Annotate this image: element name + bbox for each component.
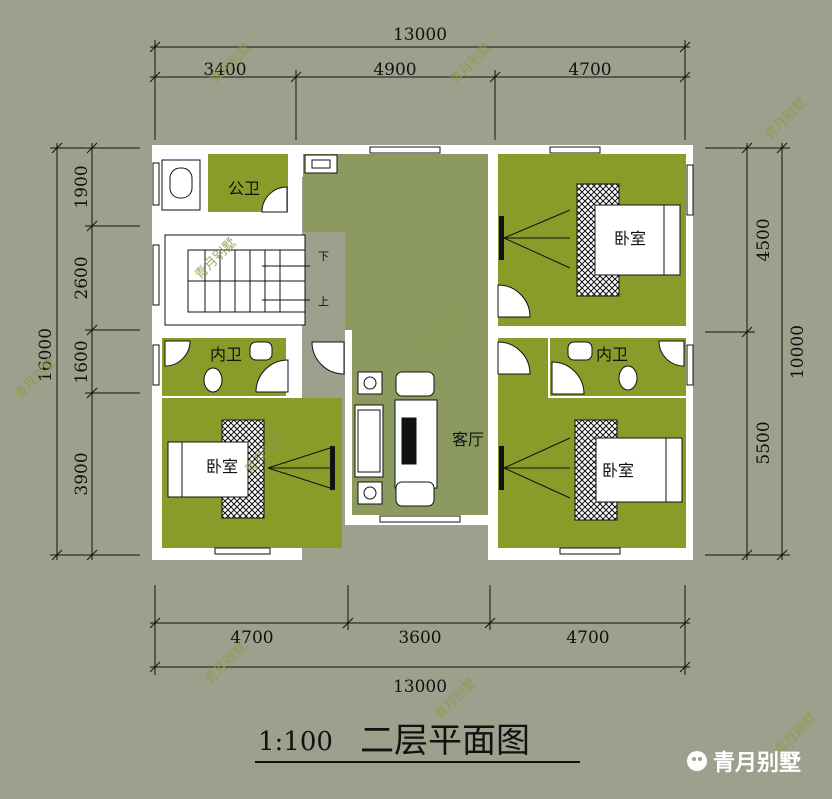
left-bath-window [152, 344, 160, 386]
dim-bottom-total: 13000 [393, 677, 447, 697]
dim-top-total: 13000 [393, 25, 447, 45]
drawing-scale: 1:100 [258, 727, 333, 757]
dim-left-seg-2: 2600 [72, 256, 92, 299]
top-right-bedroom-door [497, 284, 531, 318]
staircase [164, 234, 310, 326]
dim-top-seg-2: 4900 [373, 60, 416, 80]
dim-right-seg-1: 4500 [754, 218, 774, 261]
left-bed-headboard [167, 441, 183, 498]
sink [304, 154, 338, 174]
living-room-area [303, 154, 488, 515]
dim-left-seg-1: 1900 [72, 165, 92, 208]
dim-left-seg-4: 3900 [72, 452, 92, 495]
left-wardrobe [267, 446, 335, 490]
right-dimension-lines [705, 142, 790, 561]
dim-top-seg-1: 3400 [203, 60, 246, 80]
dim-bottom-seg-1: 4700 [230, 628, 273, 648]
watermark-5: 青月别墅 [762, 95, 809, 142]
bottom-right-bedroom-window [559, 547, 621, 555]
left-bedroom-window [214, 547, 271, 555]
room-label-top-right-bedroom: 卧室 [614, 229, 646, 248]
dim-top-seg-3: 4700 [568, 60, 611, 80]
dim-left-total: 16000 [36, 328, 56, 382]
right-bath-door [551, 361, 585, 395]
left-bath-toilet [203, 367, 223, 393]
public-bath-window [152, 162, 160, 206]
right-bath-basin [567, 341, 593, 361]
living-room-window [379, 515, 461, 523]
room-label-right-inner-bath: 内卫 [596, 345, 628, 364]
brand-badge [687, 751, 707, 771]
right-bath-window [686, 344, 694, 386]
room-label-left-bedroom: 卧室 [206, 457, 238, 476]
bottom-right-wardrobe [499, 437, 571, 499]
left-shower [164, 340, 191, 367]
room-label-left-inner-bath: 内卫 [210, 345, 242, 364]
dim-bottom-seg-2: 3600 [398, 628, 441, 648]
right-shower [658, 340, 685, 367]
left-bath-basin [249, 341, 273, 361]
room-label-public-bath: 公卫 [228, 179, 260, 198]
dim-left-seg-3: 1600 [72, 340, 92, 383]
dim-bottom-seg-3: 4700 [566, 628, 609, 648]
drawing-title: 二层平面图 [360, 721, 530, 761]
left-bath-door [255, 359, 289, 393]
bottom-right-bed-headboard [665, 437, 683, 503]
dim-right-seg-2: 5500 [754, 421, 774, 464]
right-bath-toilet [618, 365, 638, 391]
bottom-dimension-lines [149, 585, 691, 675]
top-dimension-lines [149, 40, 691, 140]
stairs-up-label: 上 [318, 295, 329, 308]
living-room-top-window [369, 146, 441, 154]
dim-right-total: 10000 [788, 325, 808, 379]
public-bath-door [261, 186, 288, 213]
top-right-wardrobe [499, 209, 571, 269]
squat-toilet-bowl [169, 167, 193, 199]
stair-window [152, 244, 160, 306]
stairs-down-label: 下 [318, 250, 329, 263]
room-label-living-room: 客厅 [452, 430, 484, 449]
top-right-side-window [686, 164, 694, 216]
top-right-bed-headboard [663, 204, 681, 276]
room-label-bottom-right-bedroom: 卧室 [602, 461, 634, 480]
living-room-sofa-set [354, 371, 438, 507]
brand-name: 青月别墅 [713, 751, 801, 776]
left-bedroom-door [311, 341, 345, 375]
watermark-6: 青月别墅 [202, 640, 249, 687]
left-dimension-lines [50, 142, 140, 561]
top-right-bedroom-window [549, 146, 601, 154]
squat-toilet [161, 159, 201, 211]
watermark-9: 青月别墅 [447, 40, 494, 87]
bottom-right-bedroom-door [497, 341, 531, 375]
sink-basin [311, 159, 331, 169]
